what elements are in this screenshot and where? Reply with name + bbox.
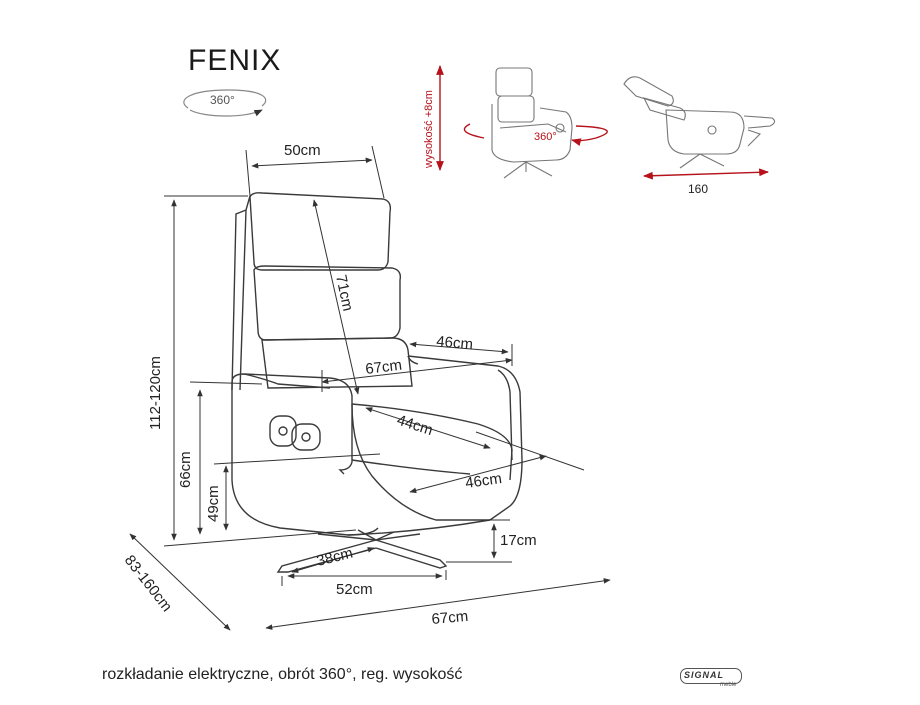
label-base-width: 52cm: [336, 581, 373, 598]
dim-line-total-depth: [129, 533, 231, 631]
inset-reclined-chair: [623, 76, 776, 169]
rotation-icon: 360°: [183, 89, 267, 117]
dim-line-67cm-inner: [321, 357, 513, 385]
rotation-icon-label: 360°: [210, 93, 235, 107]
label-total-width: 67cm: [431, 608, 469, 628]
dim-line-46cm-seat: [409, 454, 547, 494]
headrest-cushion: [249, 192, 392, 271]
armrest-left-body: [231, 382, 379, 536]
dim-line-44cm: [365, 407, 491, 449]
dim-ext-50-right: [371, 145, 385, 199]
inset-length-label: 160: [688, 182, 708, 196]
label-base-depth: 38cm: [315, 545, 355, 570]
back-cushion-middle: [253, 265, 402, 341]
label-seat-top-width: 50cm: [284, 142, 321, 159]
dim-line-50cm: [251, 157, 373, 169]
seat-cushion: [351, 403, 513, 481]
label-base-height: 17cm: [500, 532, 537, 549]
label-seat-height: 49cm: [205, 485, 222, 522]
label-total-depth: 83-160cm: [121, 552, 175, 615]
control-button-upper: [269, 415, 297, 447]
inset-rotation-label: 360°: [534, 131, 557, 143]
dim-line-38cm: [291, 547, 375, 573]
dim-line-67cm-total: [265, 578, 611, 630]
inset-upright-chair: [491, 67, 573, 179]
base-leg-right: [375, 539, 448, 569]
label-armrest-height: 66cm: [177, 451, 194, 488]
inset-length-arrow: [643, 168, 769, 180]
brand-sub: meble: [720, 682, 737, 688]
label-seat-depth: 44cm: [395, 412, 435, 440]
brand-logo-ring: [680, 668, 742, 684]
label-inner-width: 67cm: [364, 357, 402, 378]
product-title: FENIX: [188, 44, 282, 77]
inset-rotation-arc-left: [463, 123, 485, 139]
feature-caption: rozkładanie elektryczne, obrót 360°, reg…: [102, 666, 463, 683]
dim-line-46cm-arm: [409, 341, 509, 355]
dim-ext-50-left: [245, 149, 251, 197]
label-armrest-depth: 46cm: [436, 333, 474, 353]
control-button-lower: [291, 423, 321, 451]
label-backrest-height: 71cm: [332, 273, 356, 312]
brand-name: SIGNAL: [684, 670, 725, 680]
label-seat-width: 46cm: [464, 470, 503, 492]
inset-rotation-arc-right: [571, 125, 608, 146]
brand-logo: SIGNAL meble: [680, 668, 744, 692]
chair-main: [231, 192, 523, 573]
inset-height-label: wysokość +8cm: [423, 90, 435, 169]
label-total-height: 112-120cm: [147, 356, 164, 430]
